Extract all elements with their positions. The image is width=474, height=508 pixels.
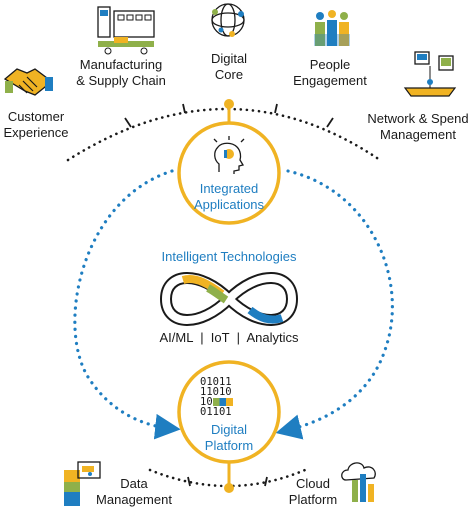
digital-platform-line2: Platform	[204, 438, 254, 453]
cloud-icon	[341, 462, 376, 502]
top-dotted-arc	[66, 107, 382, 162]
handshake-icon	[3, 68, 53, 96]
network-spend-label: Network & Spend Management	[362, 111, 474, 143]
arc-ticks	[124, 103, 334, 128]
data-management-line1: Data	[120, 476, 148, 491]
digital-platform-line1: Digital	[210, 422, 248, 437]
cloud-platform-line1: Cloud	[296, 476, 330, 491]
binary-line2: 11010	[200, 386, 232, 398]
people-icon	[314, 10, 350, 46]
network-spend-icon	[403, 51, 457, 97]
manufacturing-label: Manufacturing & Supply Chain	[62, 57, 180, 89]
bottom-connector-dot	[224, 483, 234, 493]
digital-platform-ring	[177, 360, 281, 464]
globe-network-icon	[211, 3, 245, 37]
binary-line3-wrap: 10	[200, 397, 258, 407]
digital-platform-label: Digital Platform	[179, 422, 279, 454]
people-label-line1: People	[309, 57, 351, 72]
top-connector-dot	[224, 99, 234, 109]
integrated-applications-ring	[177, 121, 281, 225]
infinity-loop-icon	[160, 272, 298, 326]
blue-cycle-right	[275, 169, 394, 440]
database-icon	[64, 461, 101, 506]
data-management-line2: Management	[96, 492, 172, 507]
people-label-line2: Engagement	[293, 73, 367, 88]
intelligent-technologies-title: Intelligent Technologies	[161, 249, 297, 264]
people-engagement-label: People Engagement	[280, 57, 380, 89]
cloud-platform-line2: Platform	[288, 492, 338, 507]
digital-core-label: Digital Core	[194, 51, 264, 83]
data-management-label: Data Management	[86, 476, 182, 508]
customer-experience-label: Customer Experience	[1, 109, 71, 141]
digital-core-label-line1: Digital	[210, 51, 248, 66]
head-lightbulb-icon	[213, 136, 245, 174]
digital-core-label-line2: Core	[214, 67, 244, 82]
binary-code: 01011 11010 10 01101	[200, 377, 258, 417]
binary-line3: 10	[200, 396, 213, 408]
intelligent-technologies-caption: AI/ML | IoT | Analytics	[159, 330, 299, 345]
network-label-line2: Management	[380, 127, 456, 142]
manufacturing-label-line1: Manufacturing	[79, 57, 163, 72]
binary-line1: 01011	[200, 376, 232, 388]
network-label-line1: Network & Spend	[367, 111, 469, 126]
customer-label-line2: Experience	[3, 125, 69, 140]
integrated-line1: Integrated	[199, 181, 259, 196]
binary-color-bar	[212, 398, 233, 406]
integrated-line2: Applications	[193, 197, 265, 212]
binary-line4: 01101	[200, 406, 232, 418]
factory-icon	[97, 6, 155, 55]
blue-cycle-left	[73, 169, 181, 440]
manufacturing-label-line2: & Supply Chain	[76, 73, 166, 88]
customer-label-line1: Customer	[7, 109, 65, 124]
integrated-applications-label: Integrated Applications	[179, 181, 279, 213]
cloud-platform-label: Cloud Platform	[283, 476, 343, 508]
